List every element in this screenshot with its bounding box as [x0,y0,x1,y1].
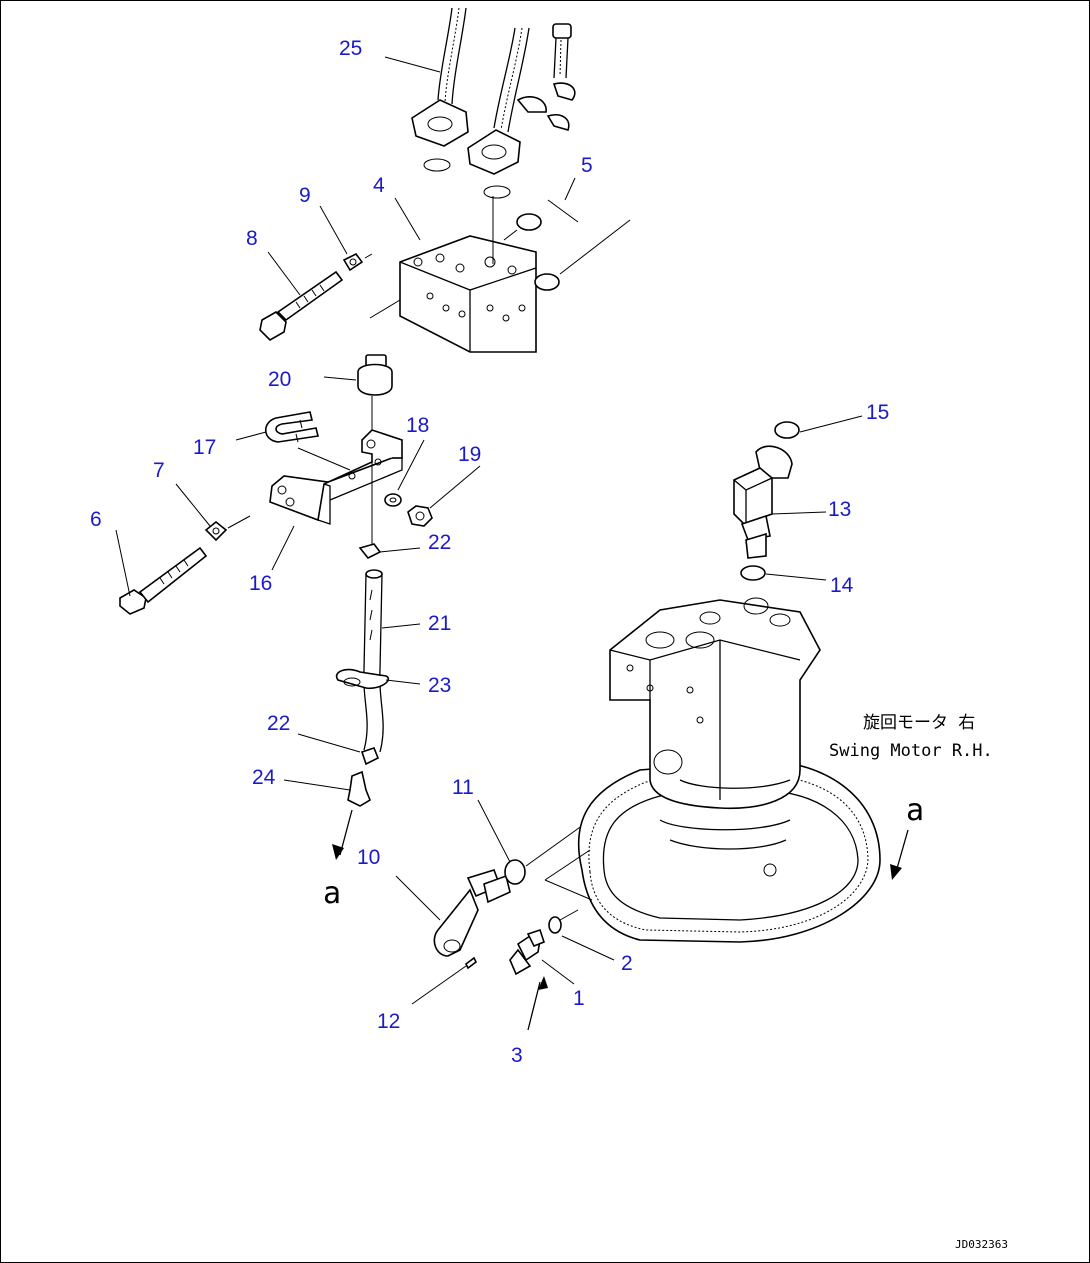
view-arrow-right [890,829,909,880]
callout-23: 23 [428,674,451,697]
elbow-fitting-10 [433,869,511,957]
callout-9: 9 [299,184,311,207]
document-id: JD032363 [955,1238,1008,1251]
callout-labels: 25 4 5 9 8 20 17 18 19 7 6 16 22 21 23 2… [90,37,889,1067]
callout-6: 6 [90,508,102,531]
callout-19: 19 [458,443,481,466]
hose-clamp-22-lower [360,747,380,766]
manifold-block-4 [369,196,537,353]
callout-13: 13 [828,498,851,521]
u-bolt-17 [264,411,319,443]
callout-4: 4 [373,174,385,197]
washer-9 [342,252,373,272]
callout-25: 25 [339,37,362,60]
bracket-16 [269,429,403,548]
callout-15: 15 [866,401,889,424]
pin-12 [464,956,478,970]
callout-8: 8 [246,227,258,250]
clip-23 [335,668,390,690]
callout-20: 20 [268,368,291,391]
callout-21: 21 [428,612,451,635]
bolt-6 [119,546,208,615]
view-letter-left: a [323,876,341,911]
motor-label-japanese: 旋回モータ 右 [863,713,975,733]
callout-22-upper: 22 [428,531,451,554]
o-ring-14 [740,565,766,581]
view-letter-right: a [906,793,924,828]
callout-5: 5 [581,154,593,177]
fitting-24 [332,770,371,860]
callout-24: 24 [252,766,276,789]
hose-assembly-25 [384,7,576,199]
swing-motor-rh [544,597,881,943]
motor-label-english: Swing Motor R.H. [829,741,993,761]
bolt-8 [259,270,344,341]
callout-12: 12 [377,1010,400,1033]
nut-19 [407,505,433,527]
callout-14: 14 [830,574,854,597]
o-ring-15 [774,421,800,439]
o-ring-11 [504,819,591,885]
callout-17: 17 [193,436,216,459]
callout-7: 7 [153,459,165,482]
callout-10: 10 [357,846,380,869]
callout-1: 1 [573,987,585,1010]
hose-clamp-22-upper [358,543,382,560]
elbow-fitting-13 [733,445,793,559]
callout-16: 16 [249,572,272,595]
leader-lines [115,177,863,1005]
washer-7 [204,515,251,542]
washer-18 [384,493,402,507]
callout-3: 3 [511,1044,523,1067]
callout-2: 2 [621,952,633,975]
o-rings-5 [503,213,631,291]
callout-18: 18 [406,414,429,437]
elbow-fitting-1 [509,928,548,1031]
callout-11: 11 [452,776,474,799]
accumulator-20 [323,354,393,436]
o-ring-2 [548,909,579,934]
callout-22-lower: 22 [267,712,290,735]
hose-21 [363,569,384,753]
